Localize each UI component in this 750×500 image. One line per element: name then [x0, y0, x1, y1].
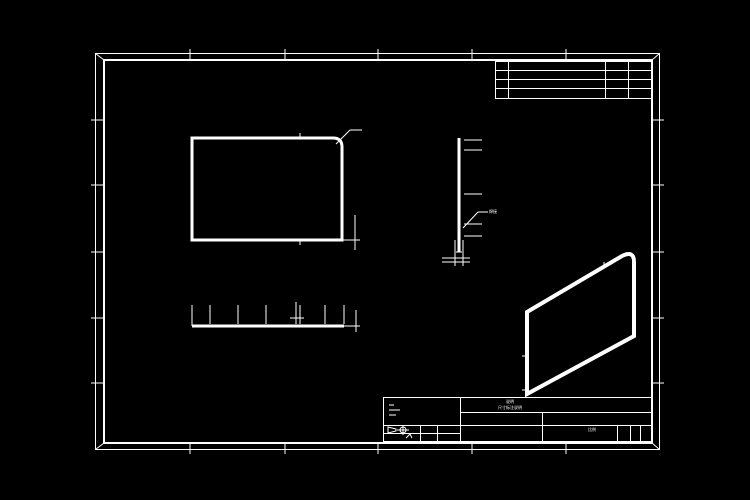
front-view — [190, 129, 362, 250]
title-block-scale-label: 比例 — [588, 426, 596, 432]
title-block — [383, 397, 652, 442]
side-view — [442, 138, 488, 266]
revision-table — [495, 61, 652, 99]
projection-symbol-icon — [387, 425, 413, 439]
side-view-callout: 焊接 — [489, 208, 497, 214]
title-block-subheading: 尺寸标注说明 — [498, 404, 522, 410]
isometric-view — [522, 252, 636, 398]
title-block-heading: 说明 — [506, 398, 514, 404]
sheet-border — [95, 53, 660, 450]
zone-ticks — [91, 49, 664, 454]
bottom-view — [191, 302, 360, 332]
